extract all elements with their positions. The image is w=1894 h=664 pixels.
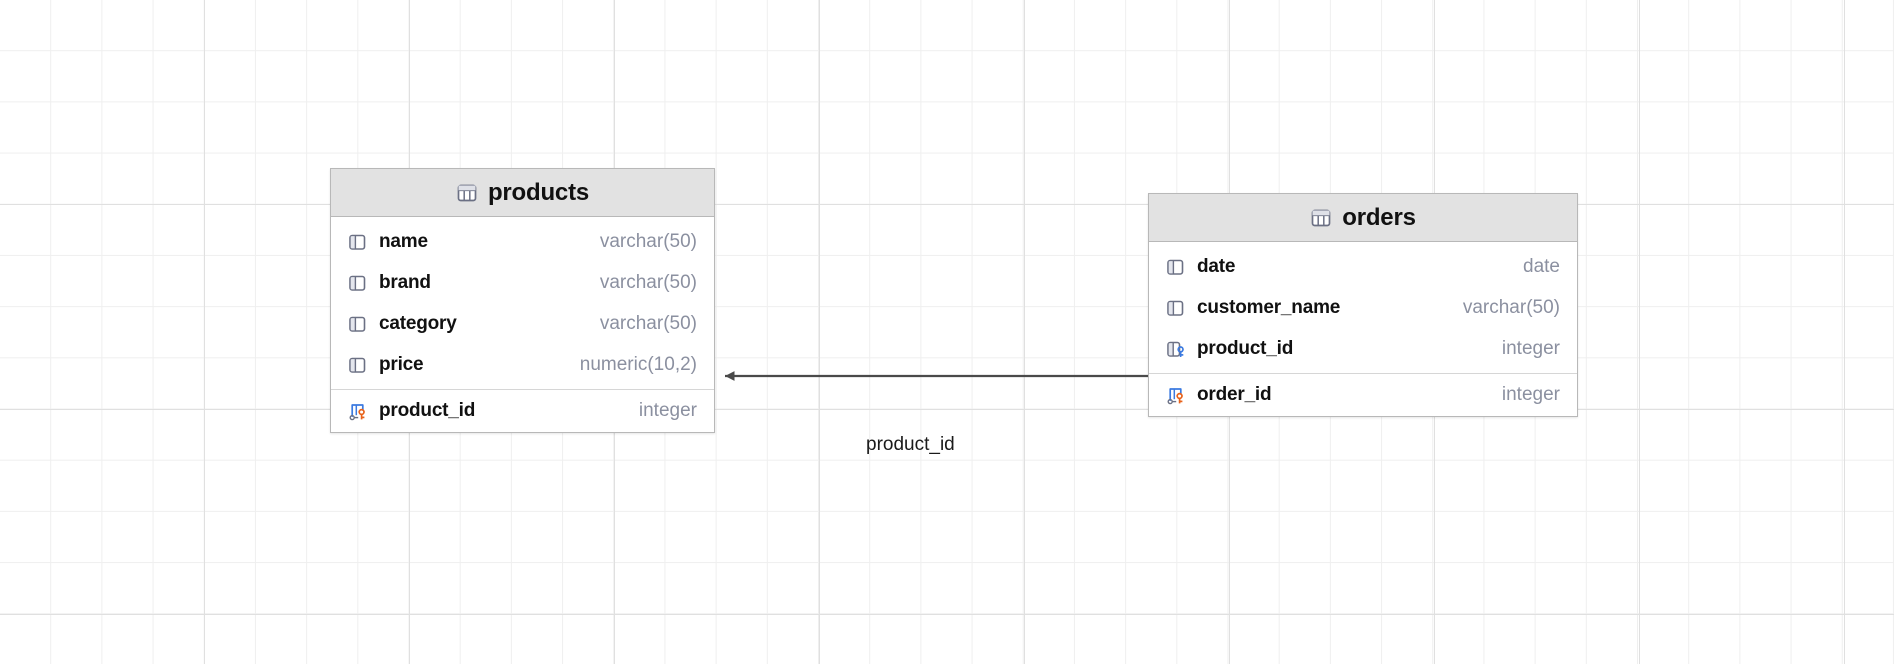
entity-orders-fields: date date customer_name varchar(50) [1149,242,1577,416]
field-name: brand [379,271,431,293]
field-name: price [379,353,424,375]
field-name: product_id [379,400,476,421]
field-type: date [1523,255,1560,277]
field-type: numeric(10,2) [579,353,697,375]
entity-orders-title: orders [1342,203,1416,231]
column-icon [349,234,366,250]
field-row-orders-order-id[interactable]: order_id integer [1149,373,1577,416]
primary-key-icon [349,404,365,421]
field-type: varchar(50) [1462,296,1560,318]
field-type: varchar(50) [599,271,697,293]
field-type: integer [1501,337,1560,359]
column-icon [1167,300,1184,316]
field-name: category [379,312,457,334]
field-row-products-brand[interactable]: brand varchar(50) [331,262,714,303]
relationship-label-product-id: product_id [866,434,955,455]
entity-orders-header[interactable]: orders [1149,194,1577,242]
field-type: integer [1501,384,1560,405]
table-icon [457,184,477,201]
entity-products-header[interactable]: products [331,169,714,217]
field-row-products-category[interactable]: category varchar(50) [331,303,714,344]
field-name: order_id [1197,384,1272,405]
field-row-products-name[interactable]: name varchar(50) [331,221,714,262]
table-icon [1311,209,1331,226]
column-icon [1167,259,1184,275]
field-type: varchar(50) [599,312,697,334]
entity-orders[interactable]: orders date date customer_name v [1148,193,1578,417]
field-row-products-price[interactable]: price numeric(10,2) [331,344,714,385]
entity-products[interactable]: products name varchar(50) brand [330,168,715,433]
field-type: varchar(50) [599,230,697,252]
entity-products-title: products [487,178,590,206]
primary-key-icon [1167,388,1183,405]
column-icon [349,357,366,373]
field-name: product_id [1197,337,1294,359]
field-row-orders-date[interactable]: date date [1149,246,1577,287]
field-name: customer_name [1197,296,1341,318]
field-type: integer [638,400,697,421]
column-icon [349,316,366,332]
field-row-orders-customer-name[interactable]: customer_name varchar(50) [1149,287,1577,328]
field-row-products-product-id[interactable]: product_id integer [331,389,714,432]
field-name: name [379,230,428,252]
foreign-key-icon [1167,341,1184,357]
entity-products-fields: name varchar(50) brand varchar(50) c [331,217,714,432]
column-icon [349,275,366,291]
field-row-orders-product-id[interactable]: product_id integer [1149,328,1577,369]
field-name: date [1197,255,1236,277]
